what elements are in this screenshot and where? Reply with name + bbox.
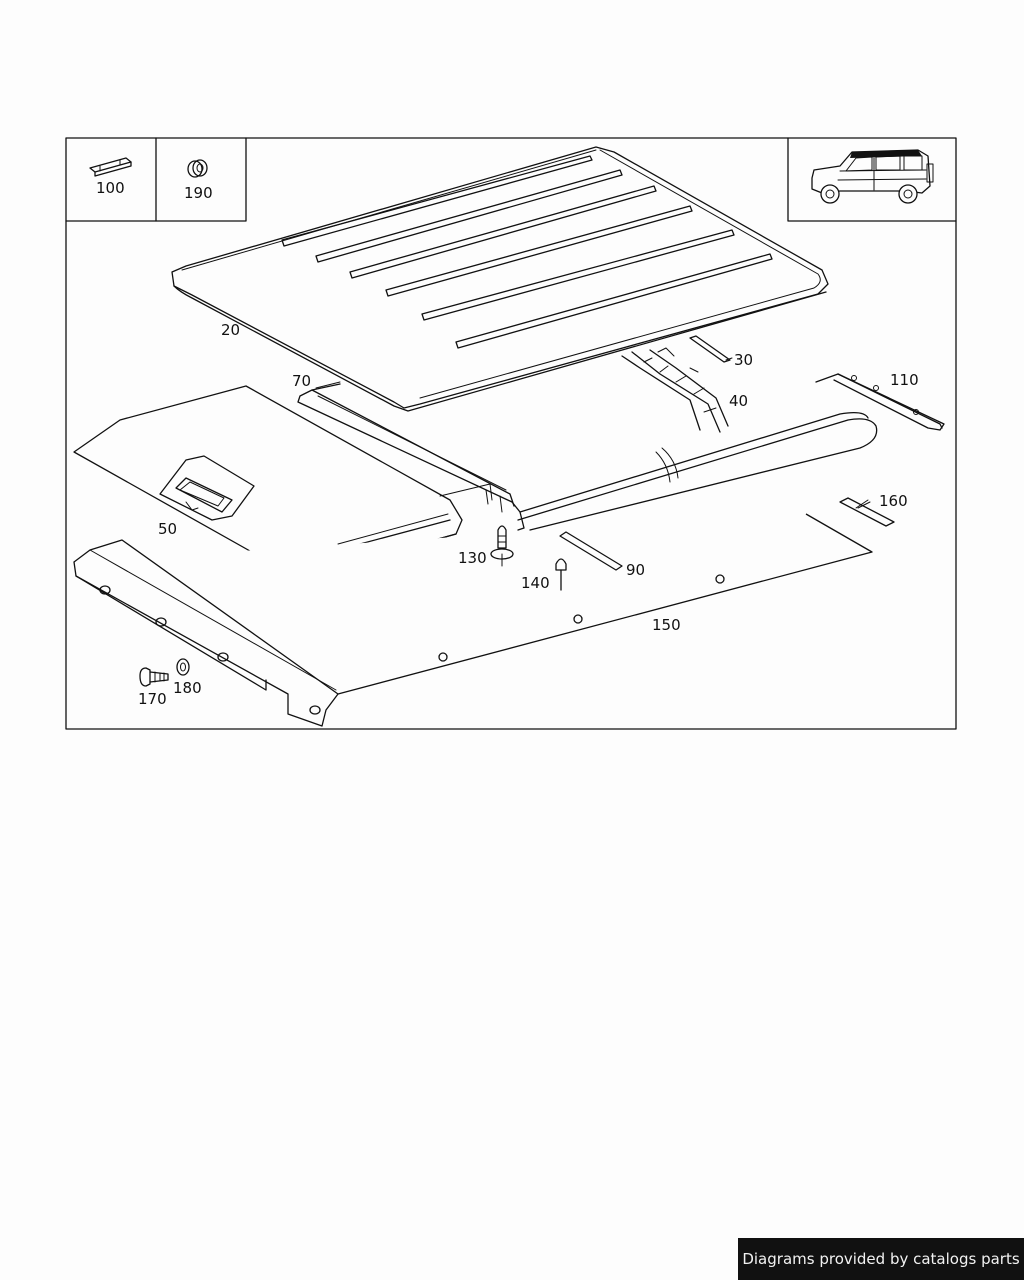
part-90-strip: [559, 531, 623, 571]
label-180: 180: [173, 679, 202, 697]
label-170: 170: [138, 690, 167, 708]
part-170-screw: [139, 667, 169, 687]
label-100: 100: [96, 179, 125, 197]
part-140-rivet: [555, 558, 567, 591]
part-160-strip: [839, 497, 895, 527]
part-70-strip: [297, 383, 525, 531]
leader-lines: [315, 381, 871, 509]
label-110: 110: [890, 371, 919, 389]
part-150-side-panel: [73, 513, 873, 727]
diagram-frame: [65, 137, 957, 730]
part-40-bracket: [621, 347, 729, 433]
part-130-clip: [490, 525, 514, 567]
label-140: 140: [521, 574, 550, 592]
label-90: 90: [626, 561, 645, 579]
label-50: 50: [158, 520, 177, 538]
attribution-footer: Diagrams provided by catalogs parts: [738, 1238, 1024, 1280]
label-130: 130: [458, 549, 487, 567]
label-150: 150: [652, 616, 681, 634]
label-20: 20: [221, 321, 240, 339]
part-110-strip: [815, 373, 945, 431]
label-70: 70: [292, 372, 311, 390]
small-parts-box: [65, 137, 247, 222]
label-30: 30: [734, 351, 753, 369]
part-100-icon: [89, 157, 132, 177]
label-160: 160: [879, 492, 908, 510]
roof-side-rail: [517, 412, 878, 531]
part-20-roof-panel: [171, 146, 829, 412]
label-40: 40: [729, 392, 748, 410]
vehicle-thumbnail-box: [787, 137, 957, 222]
part-30-strip: [689, 335, 733, 363]
part-190-icon: [187, 159, 208, 178]
vehicle-thumbnail-icon: [811, 149, 934, 204]
part-labels: 100 190 20 30 40 70 110 50 160 130 140 9…: [96, 179, 919, 708]
label-190: 190: [184, 184, 213, 202]
part-180-washer: [176, 658, 190, 676]
